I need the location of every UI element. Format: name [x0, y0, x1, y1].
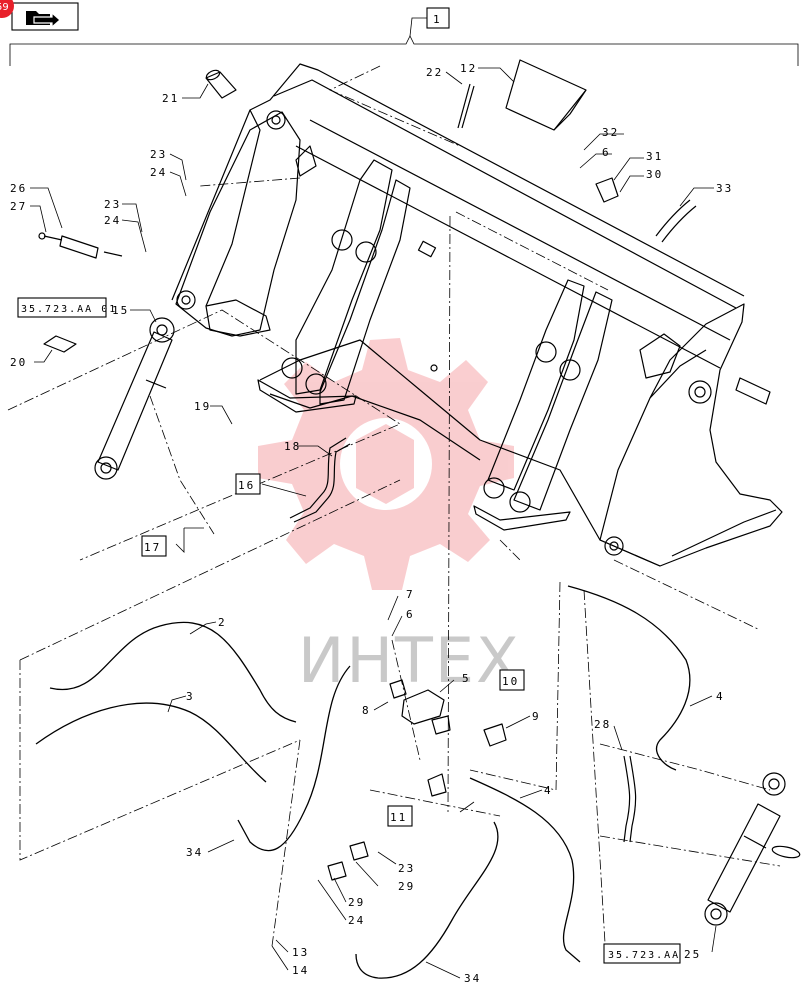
callout-4b: 4: [544, 784, 553, 797]
part-28-tube: [623, 755, 637, 843]
callout-21: 21: [162, 92, 179, 105]
ref-top-label: 35.723.AA 01: [21, 304, 117, 315]
callout-14: 14: [292, 964, 309, 977]
callout-5: 5: [462, 672, 471, 685]
watermark-gear-icon: [258, 338, 514, 590]
callout-7: 7: [406, 588, 415, 601]
callout-3: 3: [186, 690, 195, 703]
assembly-bracket: 1: [9, 7, 799, 66]
callout-32: 32: [602, 126, 619, 139]
hose-2: [49, 621, 297, 723]
part-22-pin: [457, 83, 475, 129]
callouts: 21 22 12 32 6 31 30 33 23 24 26 27 23 24…: [10, 62, 733, 985]
clips-29: [327, 841, 369, 881]
hose-3: [35, 702, 267, 783]
callout-30: 30: [646, 168, 663, 181]
page-badge-text: 59: [0, 2, 9, 13]
part-26-27-pin: [38, 232, 123, 259]
callout-24b: 24: [104, 214, 121, 227]
callout-34a: 34: [186, 846, 203, 859]
ref-bottom-label: 35.723.AA: [608, 950, 680, 961]
callout-10: 10: [502, 675, 519, 688]
leader-lines: [30, 67, 717, 979]
callout-23c: 23: [398, 862, 415, 875]
folder-arrow-icon: [26, 11, 61, 29]
callout-12: 12: [460, 62, 477, 75]
callout-8: 8: [362, 704, 371, 717]
cylinder-left: [94, 317, 175, 480]
callout-6b: 6: [406, 608, 415, 621]
box-17: 17: [141, 535, 167, 557]
callout-34b: 34: [464, 972, 481, 985]
nav-folder-button[interactable]: [11, 2, 79, 31]
part-20-block: [43, 335, 77, 353]
callout-28: 28: [594, 718, 611, 731]
callout-29a: 29: [398, 880, 415, 893]
callout-1: 1: [433, 13, 442, 26]
part-12-plate: [505, 59, 587, 131]
callout-2: 2: [218, 616, 227, 629]
callout-23a: 23: [150, 148, 167, 161]
callout-22: 22: [426, 66, 443, 79]
part-21-pin: [205, 69, 237, 99]
callout-23b: 23: [104, 198, 121, 211]
callout-13: 13: [292, 946, 309, 959]
callout-17: 17: [144, 541, 161, 554]
callout-25: 25: [684, 948, 701, 961]
callout-18: 18: [284, 440, 301, 453]
tube-18: [289, 437, 351, 523]
hose-34-lower: [355, 821, 499, 979]
box-11: 11: [387, 805, 413, 827]
hose-4-right: [567, 585, 691, 771]
valve-block: [389, 679, 507, 797]
hose-4-lower: [469, 777, 581, 963]
ref-box-top[interactable]: 35.723.AA 01: [17, 297, 117, 318]
part-nut-right: [771, 845, 801, 859]
part-right-pin: [735, 377, 771, 405]
callout-29b: 29: [348, 896, 365, 909]
box-10: 10: [499, 669, 525, 691]
callout-27: 27: [10, 200, 27, 213]
callout-11: 11: [390, 811, 407, 824]
callout-9: 9: [532, 710, 541, 723]
callout-24a: 24: [150, 166, 167, 179]
cylinder-right: [704, 772, 786, 926]
callout-15: 15: [112, 304, 129, 317]
callout-20: 20: [10, 356, 27, 369]
watermark-logo: [258, 338, 514, 590]
page-badge: 59: [0, 0, 14, 18]
callout-26: 26: [10, 182, 27, 195]
callout-19: 19: [194, 400, 211, 413]
watermark-text: ИНТЕХ: [298, 624, 521, 697]
bucket: [171, 63, 783, 567]
callout-33: 33: [716, 182, 733, 195]
callout-16: 16: [238, 479, 255, 492]
part-31-clip: [595, 177, 619, 203]
box-16: 16: [235, 473, 261, 495]
callout-6a: 6: [602, 146, 611, 159]
callout-4a: 4: [716, 690, 725, 703]
callout-31: 31: [646, 150, 663, 163]
hose-34-left: [237, 665, 351, 852]
ref-box-bottom[interactable]: 35.723.AA: [603, 943, 681, 964]
callout-24c: 24: [348, 914, 365, 927]
part-33-strip: [655, 199, 697, 243]
